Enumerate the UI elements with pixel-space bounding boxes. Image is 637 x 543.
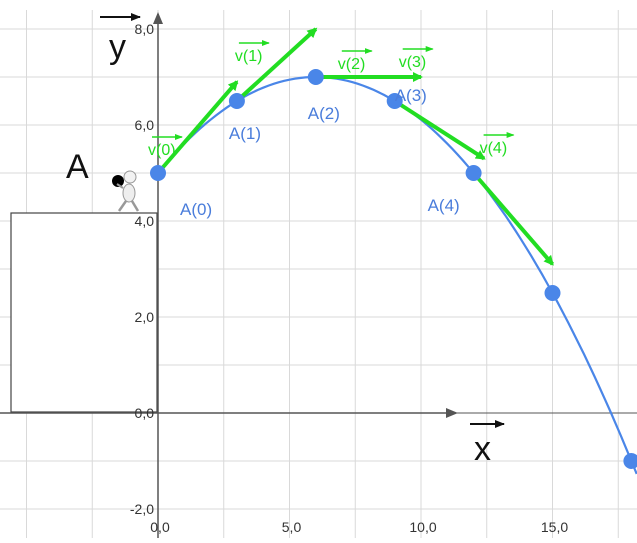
velocity-label: v(1) — [235, 48, 263, 65]
axes — [0, 12, 637, 538]
velocity-vector: v(0) — [148, 80, 239, 175]
velocity-arrow — [393, 99, 486, 161]
tick-labels: 0,0 5,0 10,0 15,0 -2,0 0,0 2,0 4,0 6,0 8,0 — [130, 21, 568, 535]
velocity-vector: v(3) — [393, 46, 486, 161]
y-tick-label: 8,0 — [135, 21, 155, 37]
velocity-arrow — [156, 80, 239, 175]
velocity-label: v(2) — [338, 56, 366, 73]
y-tick-label: -2,0 — [130, 501, 154, 517]
thrower-figure-icon — [112, 170, 140, 212]
point-label: A(0) — [180, 200, 212, 219]
velocity-vector: v(1) — [235, 27, 318, 103]
x-axis-label: x — [474, 430, 491, 468]
trajectory-point — [544, 285, 561, 301]
trajectory-point — [307, 69, 324, 85]
velocity-arrow — [235, 27, 318, 103]
x-tick-label: 0,0 — [150, 519, 170, 535]
velocity-label: v(0) — [148, 142, 176, 159]
x-tick-label: 15,0 — [541, 519, 568, 535]
trajectory-point — [386, 93, 403, 109]
velocity-vector: v(2) — [315, 48, 423, 82]
start-label: A — [66, 148, 89, 186]
point-label: A(1) — [229, 124, 261, 143]
y-tick-label: 2,0 — [135, 309, 155, 325]
point-label: A(3) — [395, 86, 427, 105]
velocity-vector: v(4) — [472, 132, 555, 266]
point-label: A(4) — [428, 196, 460, 215]
velocity-arrow — [472, 171, 555, 266]
y-axis-label: y — [109, 28, 126, 66]
x-tick-label: 10,0 — [409, 519, 436, 535]
trajectory-point — [623, 453, 637, 469]
launch-platform — [10, 212, 158, 413]
trajectory-points: A(0) A(1) A(2) A(3) A(4) — [150, 69, 637, 469]
velocity-vectors: v(0) v(1) v(2) v(3) v(4) — [148, 27, 555, 266]
x-tick-label: 5,0 — [282, 519, 302, 535]
y-tick-label: 4,0 — [135, 213, 155, 229]
y-tick-label: 6,0 — [135, 117, 155, 133]
trajectory-point — [150, 165, 166, 181]
y-tick-label: 0,0 — [135, 405, 155, 421]
trajectory-point — [465, 165, 482, 181]
velocity-label: v(4) — [480, 140, 508, 157]
point-label: A(2) — [308, 104, 340, 123]
trajectory-point — [228, 93, 245, 109]
velocity-label: v(3) — [399, 54, 427, 71]
x-axis-name: x — [470, 420, 505, 468]
y-axis-name: y — [100, 13, 141, 66]
